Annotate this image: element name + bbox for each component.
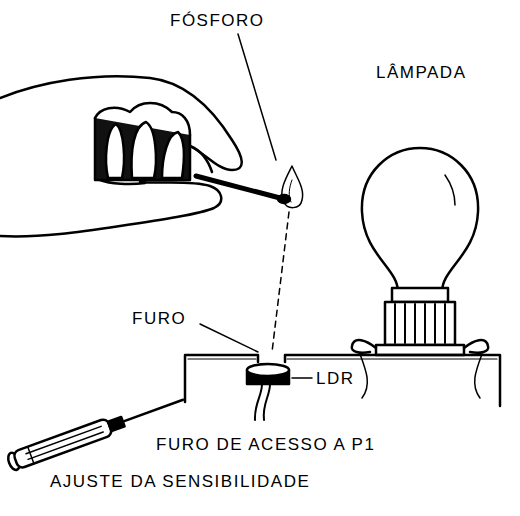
flame	[282, 166, 303, 208]
part-label: LDR	[316, 370, 355, 389]
ldr-sensor	[247, 364, 289, 420]
note-label: FURO DE ACESSO A P1	[156, 436, 375, 455]
hand	[0, 76, 242, 236]
note-label: AJUSTE DA SENSIBILIDADE	[50, 473, 310, 492]
part-label: FÓSFORO	[170, 12, 265, 31]
leader-line	[292, 377, 312, 379]
part-label: LÂMPADA	[376, 64, 467, 83]
flame-core	[289, 180, 292, 202]
leader-line	[200, 324, 258, 352]
screwdriver	[6, 391, 186, 471]
part-label: FURO	[132, 310, 186, 329]
match-stick	[196, 176, 280, 198]
leader-line	[238, 34, 276, 160]
housing-box	[185, 355, 500, 406]
lamp-bulb	[362, 148, 478, 292]
light-ray	[272, 212, 289, 352]
lamp-socket	[352, 288, 489, 398]
